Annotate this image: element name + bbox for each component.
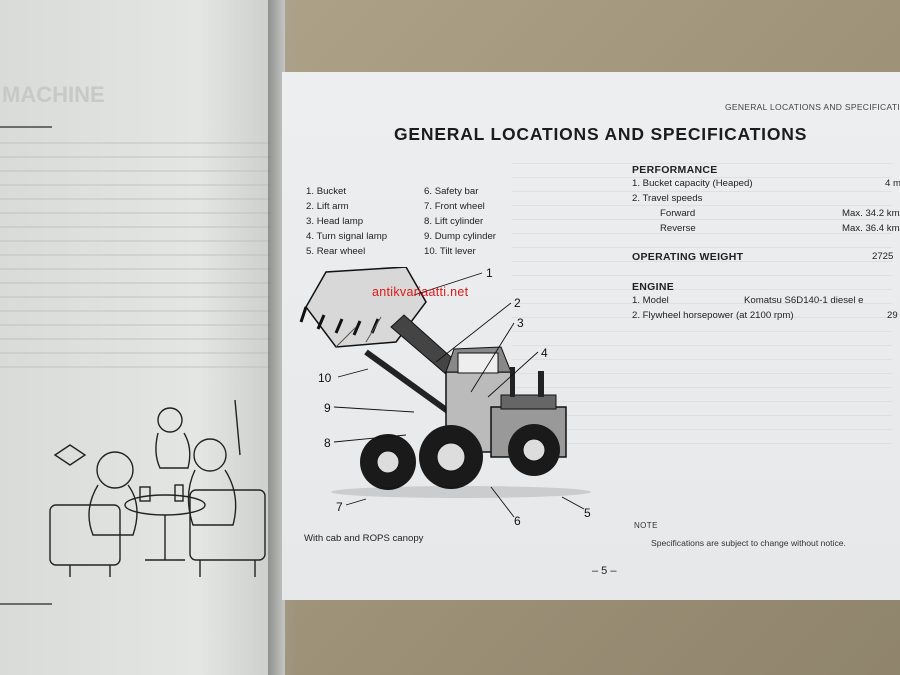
specifications: PERFORMANCE 1. Bucket capacity (Heaped) … — [632, 164, 900, 325]
note-label: NOTE — [634, 521, 658, 530]
callout-3: 3 — [517, 316, 524, 330]
page-title: GENERAL LOCATIONS AND SPECIFICATIONS — [394, 124, 808, 144]
diagram-caption: With cab and ROPS canopy — [304, 533, 424, 544]
show-through-text — [0, 130, 270, 380]
callout-8: 8 — [324, 436, 331, 450]
spec-row: 2. Travel speeds — [632, 193, 703, 204]
callout-5: 5 — [584, 506, 591, 520]
spec-row: 1. Model Komatsu S6D140-1 diesel e — [632, 295, 864, 306]
legend-item: 7. Front wheel — [424, 201, 485, 212]
operating-weight-row: OPERATING WEIGHT 2725 — [632, 251, 894, 263]
watermark: antikvariaatti.net — [372, 285, 469, 299]
wheel-loader-illustration — [299, 267, 591, 498]
legend-item: 8. Lift cylinder — [424, 216, 484, 227]
left-page-heading: MACHINE — [2, 82, 105, 107]
callout-1: 1 — [486, 267, 493, 280]
spec-row: Reverse Max. 36.4 km/h — [660, 223, 900, 234]
wheel-loader-diagram: 1 2 3 4 5 6 7 8 9 10 — [299, 267, 591, 528]
spec-row: 1. Bucket capacity (Heaped) 4 m — [632, 178, 900, 189]
page-number: – 5 – — [592, 565, 617, 577]
legend-item: 3. Head lamp — [306, 216, 364, 227]
performance-heading: PERFORMANCE — [632, 164, 718, 176]
running-head: GENERAL LOCATIONS AND SPECIFICATI — [724, 102, 900, 112]
leader-lines — [333, 272, 585, 518]
left-page-rule-top — [0, 126, 52, 128]
callout-10: 10 — [318, 371, 332, 385]
callout-9: 9 — [324, 401, 331, 415]
spec-row: Forward Max. 34.2 km/h — [660, 208, 900, 219]
legend-column-1: 1. Bucket 2. Lift arm 3. Head lamp 4. Tu… — [306, 184, 387, 259]
callout-4: 4 — [541, 346, 548, 360]
callout-6: 6 — [514, 514, 521, 528]
cartoon-illustration — [49, 399, 266, 577]
legend-column-2: 6. Safety bar 7. Front wheel 8. Lift cyl… — [424, 184, 496, 259]
legend-item: 9. Dump cylinder — [424, 231, 497, 242]
spec-row: 2. Flywheel horsepower (at 2100 rpm) 29 — [632, 310, 898, 321]
legend-item: 5. Rear wheel — [306, 246, 366, 257]
note-text: Specifications are subject to change wit… — [651, 538, 846, 548]
callout-7: 7 — [336, 500, 343, 514]
legend-item: 2. Lift arm — [306, 201, 349, 212]
callout-2: 2 — [514, 296, 521, 310]
legend-item: 6. Safety bar — [424, 186, 479, 197]
show-through-text — [512, 150, 892, 450]
left-page-rule-bottom — [0, 603, 52, 605]
left-page: MACHINE — [0, 0, 285, 675]
legend-item: 1. Bucket — [306, 186, 347, 197]
legend-item: 4. Turn signal lamp — [306, 231, 388, 242]
legend-item: 10. Tilt lever — [424, 246, 476, 257]
right-page: GENERAL LOCATIONS AND SPECIFICATI GENERA… — [282, 72, 900, 600]
engine-heading: ENGINE — [632, 281, 675, 293]
